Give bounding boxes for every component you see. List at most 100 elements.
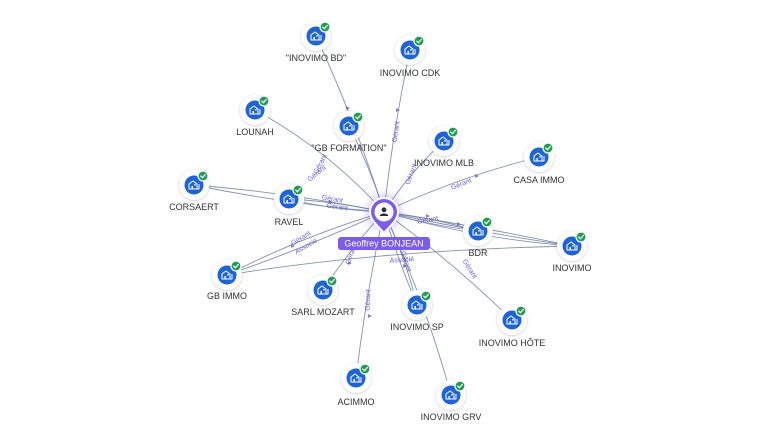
edge-casa-immo-5 bbox=[383, 156, 540, 213]
check-badge-icon bbox=[197, 170, 209, 182]
node-inovimo-cdk[interactable]: INOVIMO CDK bbox=[380, 35, 441, 78]
building-icon bbox=[310, 31, 322, 41]
edge-label-e-bdr: Gérant bbox=[417, 215, 439, 226]
company-node-disc bbox=[529, 147, 549, 167]
node-sarl-mozart[interactable]: SARL MOZART bbox=[291, 275, 355, 317]
edge-arrow-marker bbox=[346, 106, 350, 110]
building-icon bbox=[445, 390, 457, 400]
node-label: "GB FORMATION" bbox=[311, 143, 386, 153]
node-label: "INOVIMO BD" bbox=[286, 53, 346, 63]
nodes-layer: "INOVIMO BD" INOVIMO CDK LOUNAH "GB FORMATI… bbox=[169, 21, 592, 422]
building-icon bbox=[533, 152, 545, 162]
check-badge-icon bbox=[352, 111, 364, 123]
node-label: CASA IMMO bbox=[513, 175, 564, 185]
check-badge-icon bbox=[292, 184, 304, 196]
company-node-disc bbox=[441, 385, 461, 405]
edge-arrow-marker bbox=[457, 222, 461, 226]
building-icon bbox=[343, 121, 355, 131]
node-lounah[interactable]: LOUNAH bbox=[236, 95, 274, 137]
check-badge-icon bbox=[326, 275, 338, 287]
edge-arrow-marker bbox=[475, 174, 479, 178]
company-node-disc bbox=[562, 236, 582, 256]
check-badge-icon bbox=[413, 35, 425, 47]
edge-label-e-corsaert: Gérant bbox=[326, 203, 348, 213]
node-label: ACIMMO bbox=[338, 397, 375, 407]
edge-gb-immo-15 bbox=[226, 211, 385, 276]
company-node-disc bbox=[313, 280, 333, 300]
building-icon bbox=[506, 315, 518, 325]
node-gb-immo[interactable]: GB IMMO bbox=[207, 260, 247, 301]
node-inovimo[interactable]: INOVIMO bbox=[552, 231, 592, 273]
edge-inovimo-cdk-1 bbox=[383, 49, 411, 213]
edge-lounah-2 bbox=[254, 109, 385, 213]
node-label: GB IMMO bbox=[207, 291, 247, 301]
node-label: INOVIMO HÔTE bbox=[479, 338, 546, 348]
company-node-disc bbox=[217, 265, 237, 285]
edge-arrow-marker bbox=[396, 108, 400, 112]
node-label: LOUNAH bbox=[236, 127, 274, 137]
node-label: INOVIMO MLB bbox=[414, 158, 474, 168]
check-badge-icon bbox=[515, 305, 527, 317]
building-icon bbox=[566, 241, 578, 251]
node-ravel[interactable]: RAVEL bbox=[274, 184, 304, 227]
node-casa-immo[interactable]: CASA IMMO bbox=[513, 142, 565, 185]
node-corsaert[interactable]: CORSAERT bbox=[169, 170, 219, 212]
edge-arrow-marker bbox=[368, 314, 372, 318]
node-label: INOVIMO bbox=[552, 263, 591, 273]
node-label: INOVIMO CDK bbox=[380, 68, 441, 78]
center-node[interactable]: Geoffrey BONJEAN bbox=[338, 195, 430, 250]
edge-arrow-marker bbox=[403, 264, 407, 268]
check-badge-icon bbox=[447, 126, 459, 138]
edge-label-e-inovimo-cdk: Gérant bbox=[392, 121, 402, 143]
building-icon bbox=[283, 194, 295, 204]
node-inovimo-sp[interactable]: INOVIMO SP bbox=[390, 290, 444, 332]
company-node-disc bbox=[339, 116, 359, 136]
check-badge-icon bbox=[258, 95, 270, 107]
company-node-disc bbox=[468, 221, 488, 241]
edge-arrow-marker bbox=[329, 200, 333, 204]
check-badge-icon bbox=[359, 363, 371, 375]
node-gb-formation[interactable]: "GB FORMATION" bbox=[311, 111, 387, 153]
building-icon bbox=[317, 285, 329, 295]
edge-label-e-ravel: Gérant bbox=[321, 194, 343, 205]
building-icon bbox=[404, 45, 416, 55]
check-badge-icon bbox=[542, 142, 554, 154]
node-label: RAVEL bbox=[275, 217, 304, 227]
check-badge-icon bbox=[575, 231, 587, 243]
check-badge-icon bbox=[481, 216, 493, 228]
building-icon bbox=[350, 373, 362, 383]
edge-label-e-inovimo-hote: Gérant bbox=[461, 258, 478, 280]
node-inovimo-grv[interactable]: INOVIMO GRV bbox=[421, 380, 482, 422]
check-badge-icon bbox=[230, 260, 242, 272]
center-label-pill bbox=[338, 237, 430, 250]
node-bdr[interactable]: BDR bbox=[463, 216, 493, 258]
company-node-disc bbox=[407, 295, 427, 315]
edge-gb-immo-16 bbox=[226, 211, 385, 276]
edge-label-e-acimmo: Gérant bbox=[365, 289, 373, 311]
building-icon bbox=[221, 270, 233, 280]
node-label: BDR bbox=[468, 248, 488, 258]
node-inovimo-mlb[interactable]: INOVIMO MLB bbox=[414, 126, 474, 168]
building-icon bbox=[438, 136, 450, 146]
check-badge-icon bbox=[454, 380, 466, 392]
company-node-disc bbox=[306, 26, 326, 46]
company-node-disc bbox=[184, 175, 204, 195]
node-label: INOVIMO SP bbox=[390, 322, 444, 332]
node-label: INOVIMO GRV bbox=[421, 412, 482, 422]
check-badge-icon bbox=[319, 21, 331, 33]
company-node-disc bbox=[346, 368, 366, 388]
check-badge-icon bbox=[420, 290, 432, 302]
building-icon bbox=[411, 300, 423, 310]
node-acimmo[interactable]: ACIMMO bbox=[338, 363, 375, 407]
company-node-disc bbox=[434, 131, 454, 151]
edge-inovimo-hote-20 bbox=[383, 211, 513, 321]
node-label: SARL MOZART bbox=[291, 307, 355, 317]
edge-label-e-inovimo-sp-2: Associé bbox=[389, 256, 414, 265]
node-inovimo-bd[interactable]: "INOVIMO BD" bbox=[286, 21, 346, 63]
edge-label-e-casa-immo: Gérant bbox=[450, 177, 473, 192]
node-label: CORSAERT bbox=[169, 202, 219, 212]
company-node-disc bbox=[245, 100, 265, 120]
node-inovimo-hote[interactable]: INOVIMO HÔTE bbox=[479, 305, 546, 348]
edge-arrow-marker bbox=[426, 214, 430, 218]
